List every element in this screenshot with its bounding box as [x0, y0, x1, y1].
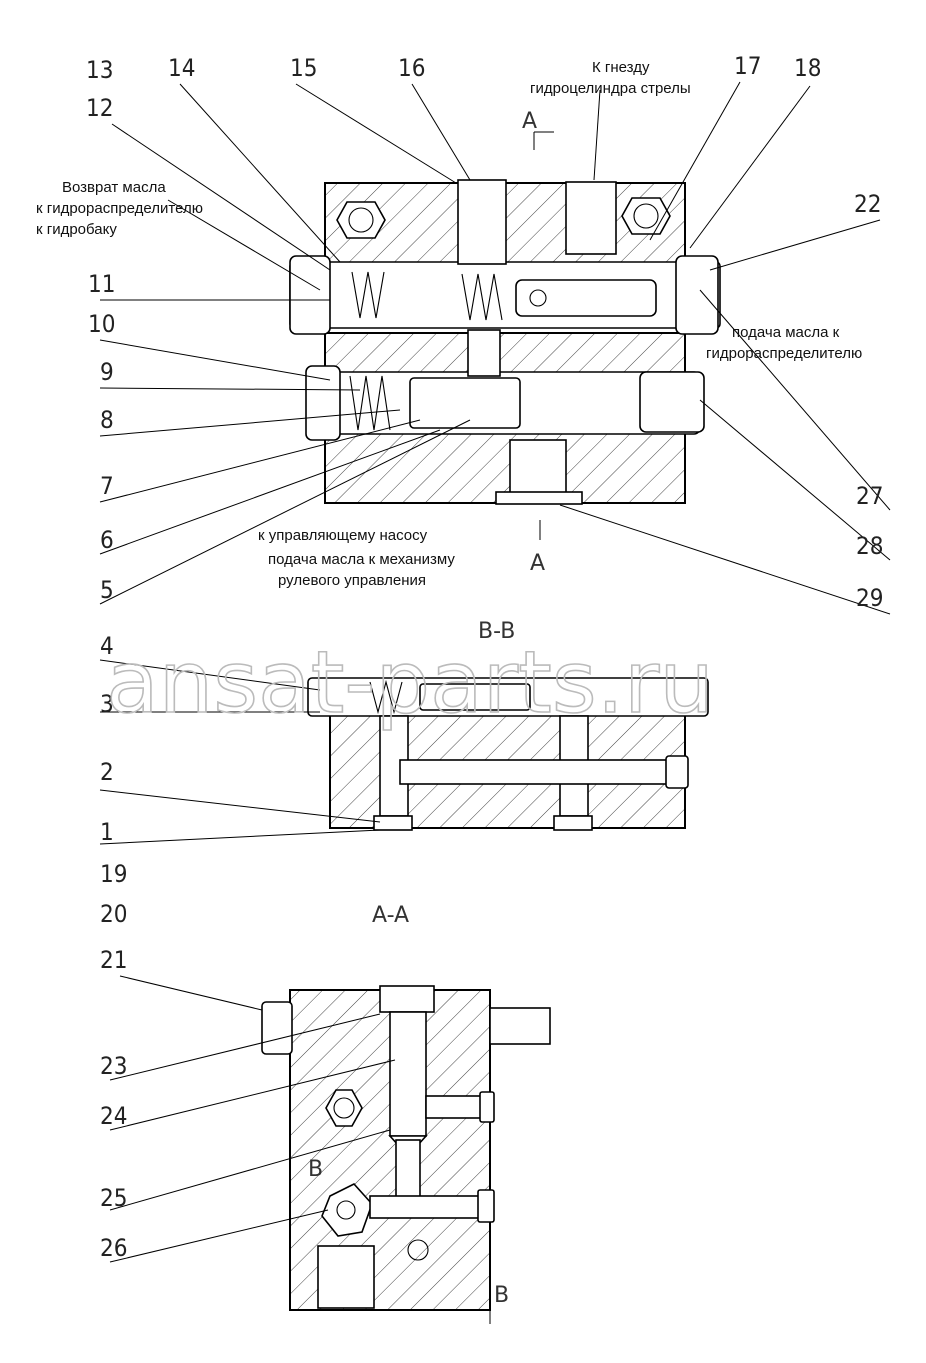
boom-cylinder-line2: гидроцелиндра стрелы: [530, 80, 691, 97]
control-pump-label: к управляющему насосу: [258, 527, 428, 544]
part-number-9: 9: [100, 358, 114, 386]
return-oil-line1: Возврат масла: [62, 179, 166, 196]
part-number-21: 21: [100, 946, 127, 974]
section-bb-title: B-B: [478, 619, 515, 644]
section-aa-title: A-A: [372, 903, 409, 928]
section-b-mark-2: B: [494, 1283, 509, 1308]
oil-to-valve-line1: подача масла к: [732, 324, 840, 341]
section-marks: [489, 131, 554, 1324]
part-number-6: 6: [100, 526, 114, 554]
part-number-27: 27: [856, 482, 883, 510]
part-number-20: 20: [100, 900, 127, 928]
part-number-1: 1: [100, 818, 114, 846]
part-number-23: 23: [100, 1052, 127, 1080]
part-number-4: 4: [100, 632, 114, 660]
part-number-12: 12: [86, 94, 113, 122]
part-number-11: 11: [88, 270, 115, 298]
part-number-25: 25: [100, 1184, 127, 1212]
part-number-15: 15: [290, 54, 317, 82]
leader-lines: [99, 81, 891, 1263]
part-number-28: 28: [856, 532, 883, 560]
section-a-bottom: A: [530, 551, 545, 576]
watermark: ansat-parts.ru: [106, 633, 714, 733]
top-view: [289, 179, 721, 505]
part-number-3: 3: [100, 690, 114, 718]
part-number-13: 13: [86, 56, 113, 84]
part-number-29: 29: [856, 584, 883, 612]
boom-cylinder-line1: К гнезду: [592, 59, 650, 76]
bb-view: [307, 677, 709, 831]
return-oil-line3: к гидробаку: [36, 221, 117, 238]
return-oil-line2: к гидрораспределителю: [36, 200, 203, 217]
part-number-24: 24: [100, 1102, 127, 1130]
aa-view: [261, 985, 551, 1311]
part-number-8: 8: [100, 406, 114, 434]
part-number-26: 26: [100, 1234, 127, 1262]
part-number-17: 17: [734, 52, 761, 80]
part-number-19: 19: [100, 860, 127, 888]
part-number-16: 16: [398, 54, 425, 82]
part-number-5: 5: [100, 576, 114, 604]
part-number-18: 18: [794, 54, 821, 82]
section-b-mark-1: B: [308, 1157, 323, 1182]
oil-to-valve-line2: гидрораспределителю: [706, 345, 862, 362]
section-a-top: A: [522, 109, 537, 134]
part-number-2: 2: [100, 758, 114, 786]
steering-line2: рулевого управления: [278, 572, 426, 589]
part-number-22: 22: [854, 190, 881, 218]
part-number-10: 10: [88, 310, 115, 338]
part-number-14: 14: [168, 54, 195, 82]
part-number-7: 7: [100, 472, 114, 500]
steering-line1: подача масла к механизму: [268, 551, 455, 568]
